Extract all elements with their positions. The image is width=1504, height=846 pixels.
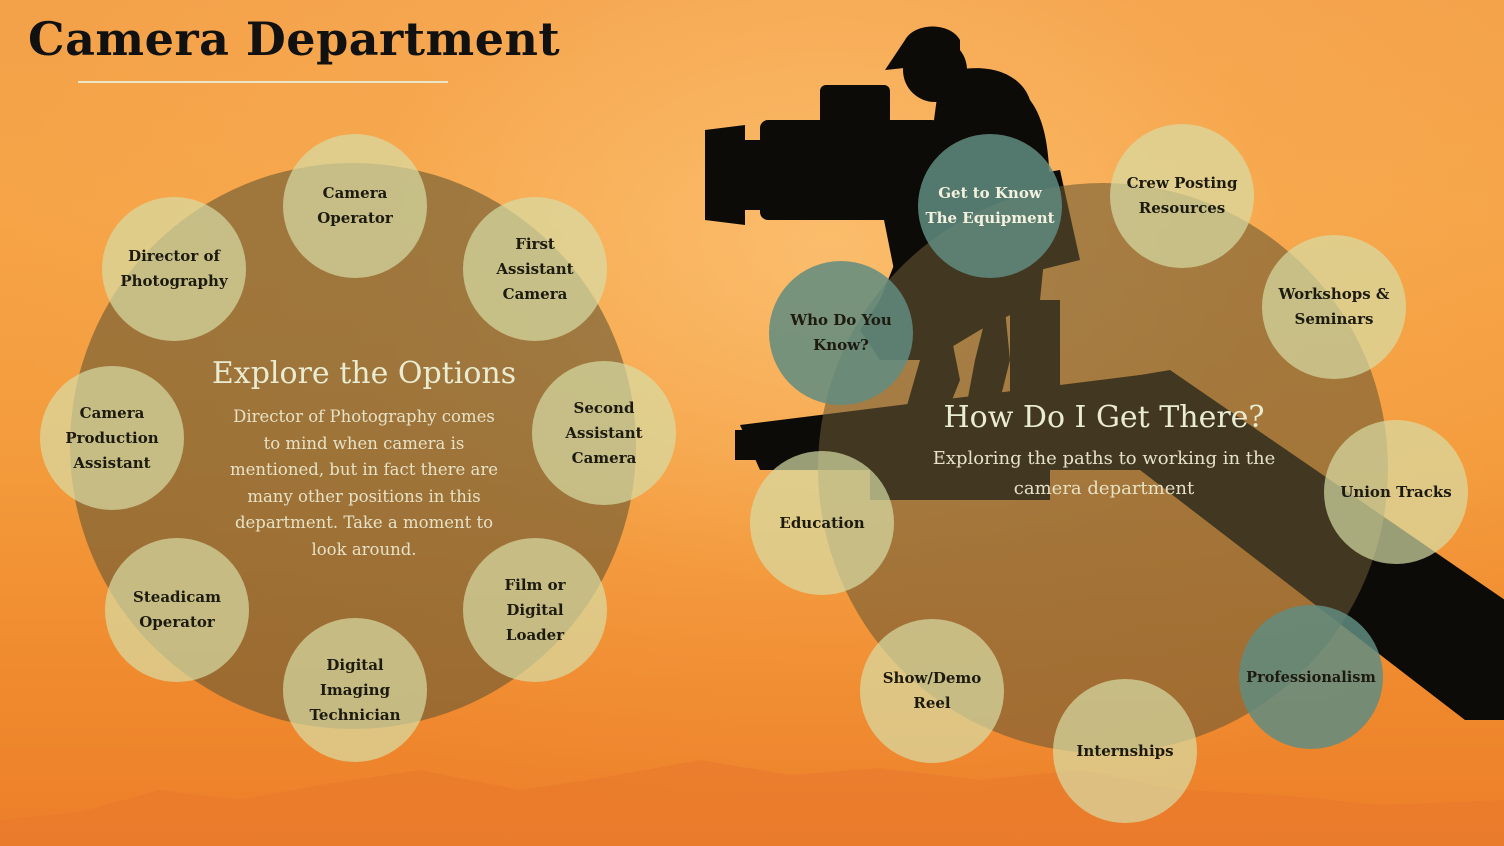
role-director-of-photography[interactable]: Director of Photography [102, 197, 246, 341]
role-second-assistant-camera[interactable]: Second Assistant Camera [532, 361, 676, 505]
path-internships[interactable]: Internships [1053, 679, 1197, 823]
role-digital-imaging-technician[interactable]: Digital Imaging Technician [283, 618, 427, 762]
page-title: Camera Department [28, 12, 561, 66]
role-first-assistant-camera[interactable]: First Assistant Camera [463, 197, 607, 341]
path-workshops-seminars[interactable]: Workshops & Seminars [1262, 235, 1406, 379]
path-education[interactable]: Education [750, 451, 894, 595]
path-show-demo-reel[interactable]: Show/Demo Reel [860, 619, 1004, 763]
get-there-description: Exploring the paths to working in the ca… [932, 448, 1276, 499]
path-know-equipment[interactable]: Get to Know The Equipment [918, 134, 1062, 278]
path-crew-posting-resources[interactable]: Crew Posting Resources [1110, 124, 1254, 268]
path-who-do-you-know[interactable]: Who Do You Know? [769, 261, 913, 405]
role-film-digital-loader[interactable]: Film or Digital Loader [463, 538, 607, 682]
get-there-heading: How Do I Get There? [943, 400, 1265, 435]
explore-heading: Explore the Options [211, 356, 517, 391]
path-professionalism[interactable]: Professionalism [1239, 605, 1383, 749]
role-camera-operator[interactable]: Camera Operator [283, 134, 427, 278]
explore-description: Director of Photography comes to mind wh… [229, 407, 498, 559]
title-underline [78, 81, 448, 83]
role-steadicam-operator[interactable]: Steadicam Operator [105, 538, 249, 682]
role-camera-production-assistant[interactable]: Camera Production Assistant [40, 366, 184, 510]
path-union-tracks[interactable]: Union Tracks [1324, 420, 1468, 564]
